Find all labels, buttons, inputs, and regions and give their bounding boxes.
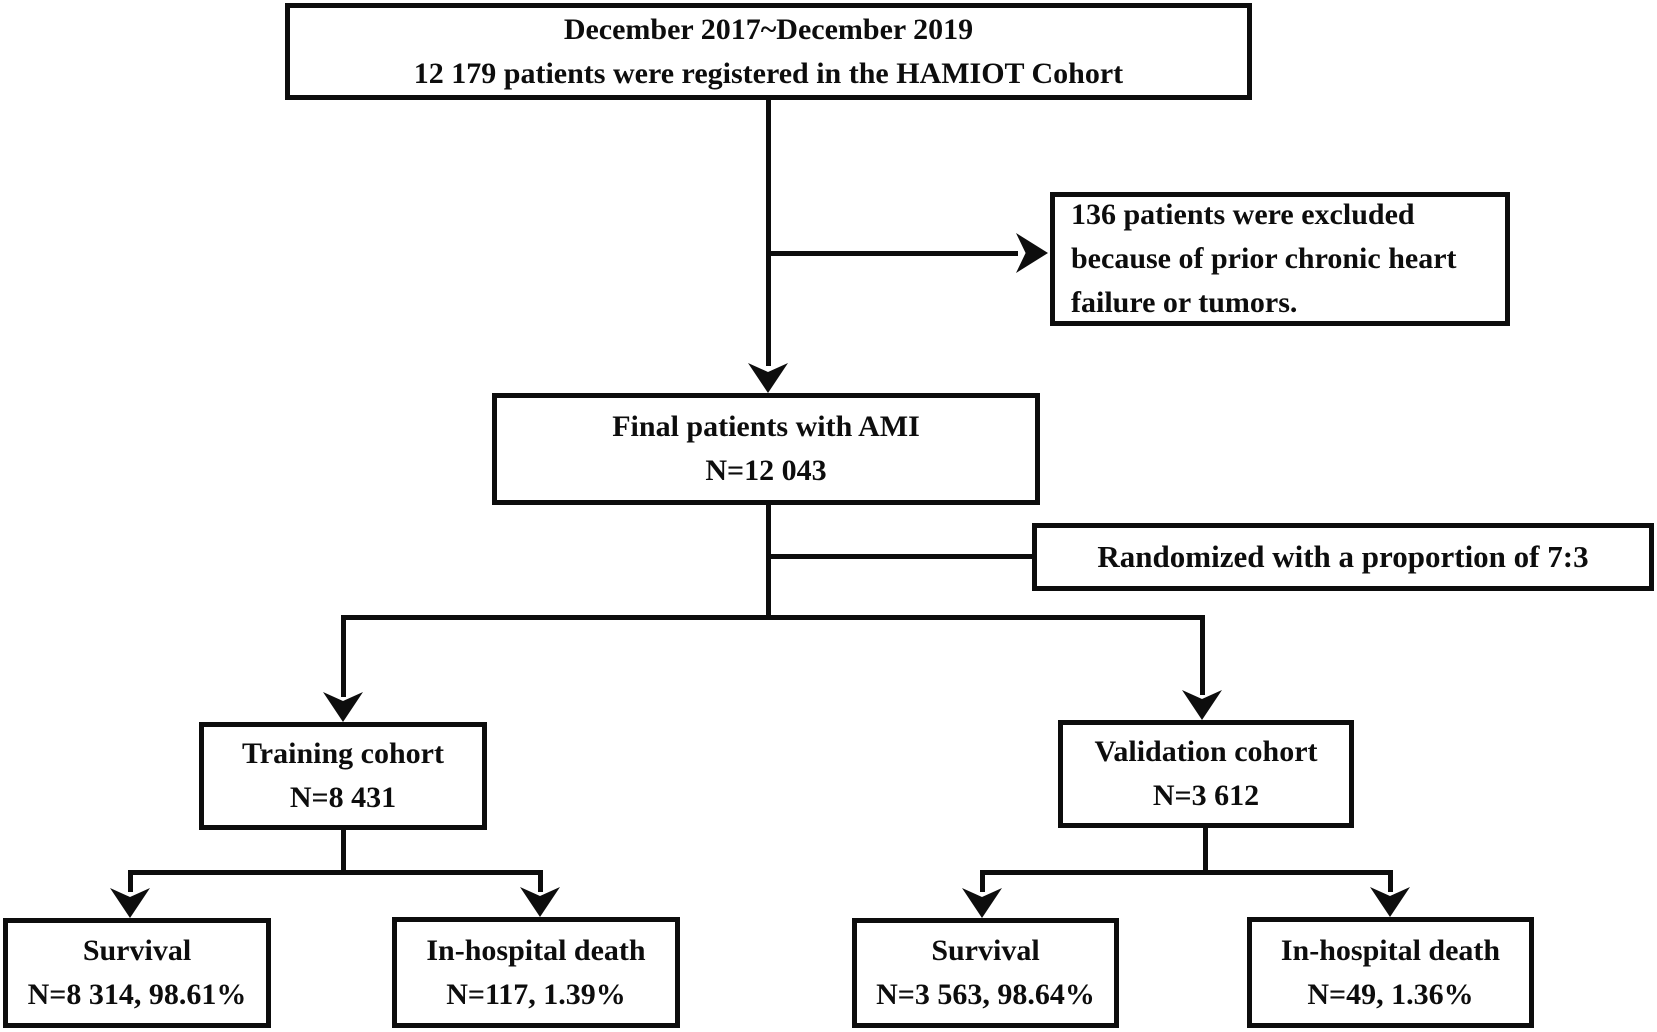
validation-line1: Validation cohort: [1094, 735, 1318, 768]
training-branch-line: [128, 870, 543, 875]
training-survival-line2: N=8 314, 98.61%: [27, 978, 247, 1011]
arrowhead-into-validation-survival: [962, 888, 1002, 918]
box-validation-cohort: Validation cohort N=3 612: [1058, 720, 1354, 828]
box-validation-death: In-hospital death N=49, 1.36%: [1247, 917, 1534, 1028]
drop-to-validation: [1200, 615, 1205, 695]
training-line1: Training cohort: [242, 737, 444, 770]
excluded-text: 136 patients were excluded because of pr…: [1071, 198, 1457, 319]
box-final-ami: Final patients with AMI N=12 043: [492, 393, 1040, 505]
drop-to-training: [341, 615, 346, 697]
box-training-death: In-hospital death N=117, 1.39%: [392, 917, 680, 1028]
arrowhead-into-final: [748, 363, 788, 393]
validation-survival-line2: N=3 563, 98.64%: [876, 978, 1095, 1011]
training-survival-drop: [128, 870, 133, 892]
connector-to-randomized: [766, 554, 1032, 559]
validation-death-drop: [1388, 870, 1393, 892]
training-survival-line1: Survival: [82, 934, 192, 967]
validation-survival-line1: Survival: [931, 934, 1040, 967]
training-stem: [341, 830, 346, 875]
connector-registered-to-final: [766, 100, 771, 366]
branch-line-cohorts: [341, 615, 1205, 620]
training-line2: N=8 431: [289, 781, 397, 814]
registered-line2: 12 179 patients were registered in the H…: [413, 56, 1124, 90]
validation-line2: N=3 612: [1152, 779, 1260, 812]
connector-to-excluded: [766, 251, 1018, 256]
box-validation-survival: Survival N=3 563, 98.64%: [852, 918, 1119, 1028]
box-excluded: 136 patients were excluded because of pr…: [1050, 192, 1510, 326]
arrowhead-into-training-survival: [110, 888, 150, 918]
randomized-text: Randomized with a proportion of 7:3: [1097, 539, 1589, 574]
validation-branch-line: [980, 870, 1393, 875]
box-training-survival: Survival N=8 314, 98.61%: [3, 918, 271, 1028]
final-line1: Final patients with AMI: [612, 410, 920, 443]
validation-death-line2: N=49, 1.36%: [1307, 977, 1474, 1011]
validation-survival-drop: [980, 870, 985, 892]
arrowhead-into-excluded: [1016, 233, 1048, 273]
box-training-cohort: Training cohort N=8 431: [199, 722, 487, 830]
connector-final-to-branch: [766, 505, 771, 620]
registered-line1: December 2017~December 2019: [563, 12, 974, 46]
box-randomized: Randomized with a proportion of 7:3: [1032, 523, 1654, 591]
box-registered: December 2017~December 2019 12 179 patie…: [285, 3, 1252, 100]
training-death-line1: In-hospital death: [426, 933, 646, 967]
validation-death-line1: In-hospital death: [1280, 933, 1501, 967]
validation-stem: [1203, 828, 1208, 875]
final-line2: N=12 043: [705, 454, 827, 487]
training-death-line2: N=117, 1.39%: [446, 977, 626, 1011]
training-death-drop: [538, 870, 543, 892]
